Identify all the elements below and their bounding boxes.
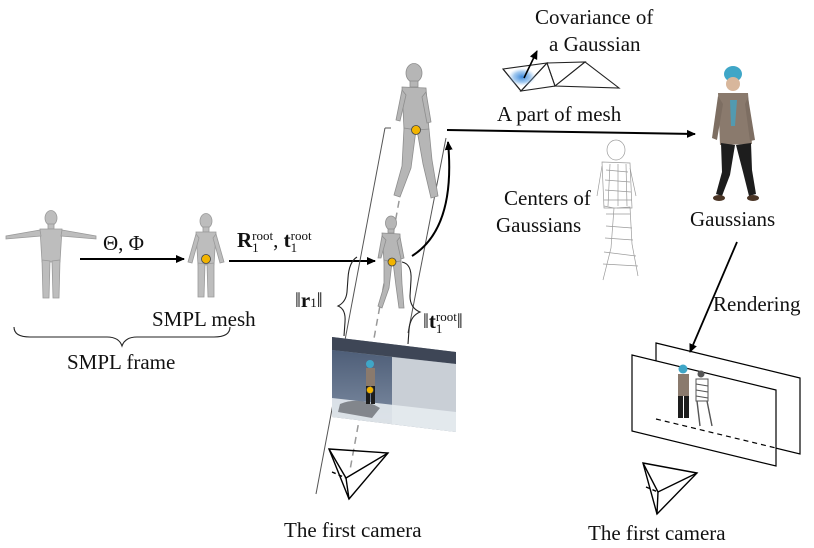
norm-r-open: ‖ — [295, 288, 301, 312]
point-cloud-figure — [596, 139, 639, 281]
smpl-frame-brace — [13, 326, 231, 348]
posed-root-joint-top — [411, 125, 421, 135]
covariance-label-line1: Covariance of — [535, 5, 654, 29]
mesh-to-gaussians-arrow — [446, 129, 696, 138]
posed-root-joint-mid — [387, 257, 397, 267]
covariance-pointer-arrow — [523, 50, 538, 79]
gaussian-ellipse-icon — [508, 68, 536, 86]
norm-t-sub: 1 — [435, 321, 443, 337]
smpl-tpose-figure — [5, 210, 97, 299]
theta-phi-label: Θ, Φ — [103, 231, 145, 255]
rotation-brace — [336, 256, 358, 337]
rotation-symbol: R — [237, 228, 253, 252]
norm-r-close: ‖ — [316, 288, 323, 312]
norm-r-symbol: r — [300, 288, 311, 312]
norm-r-sub: 1 — [310, 295, 317, 310]
smpl-frame-label: SMPL frame — [67, 350, 176, 374]
norm-r-label: ‖r1‖ — [295, 288, 323, 315]
gaussian-person-figure — [712, 66, 759, 201]
camera-rig-frame — [315, 127, 447, 495]
translation-symbol: t — [283, 228, 291, 252]
posed-mesh-mid — [377, 215, 405, 309]
mesh-part-label: A part of mesh — [497, 102, 622, 126]
norm-t-symbol: t — [428, 309, 436, 333]
first-camera-left-label: The first camera — [284, 518, 422, 542]
posed-mesh-top — [393, 63, 439, 199]
first-camera-right-label: The first camera — [588, 521, 726, 545]
centers-label-line1: Centers of — [504, 186, 591, 210]
rendering-label: Rendering — [713, 292, 801, 316]
gaussians-label: Gaussians — [690, 207, 776, 231]
image-plane-icon — [631, 342, 801, 467]
camera-frustum-left — [327, 448, 390, 501]
smpl-mesh-figure — [187, 213, 225, 298]
rotation-sup: root — [252, 228, 274, 244]
camera-frustum-right — [642, 462, 699, 516]
scale-up-curved-arrow — [411, 141, 453, 257]
centers-label-line2: Gaussians — [496, 213, 582, 237]
norm-t-close: ‖ — [456, 309, 463, 333]
norm-t-sup: root — [435, 309, 457, 325]
translation-sub: 1 — [290, 240, 298, 256]
smpl-root-joint — [201, 254, 211, 264]
input-photo — [332, 337, 456, 432]
translation-sup: root — [290, 228, 312, 244]
covariance-label-line2: a Gaussian — [549, 32, 641, 56]
rotation-sub: 1 — [252, 240, 259, 256]
smpl-mesh-label: SMPL mesh — [152, 307, 256, 331]
translation-brace — [401, 261, 422, 345]
norm-t-open: ‖ — [423, 309, 429, 333]
rendering-arrow — [689, 241, 738, 353]
